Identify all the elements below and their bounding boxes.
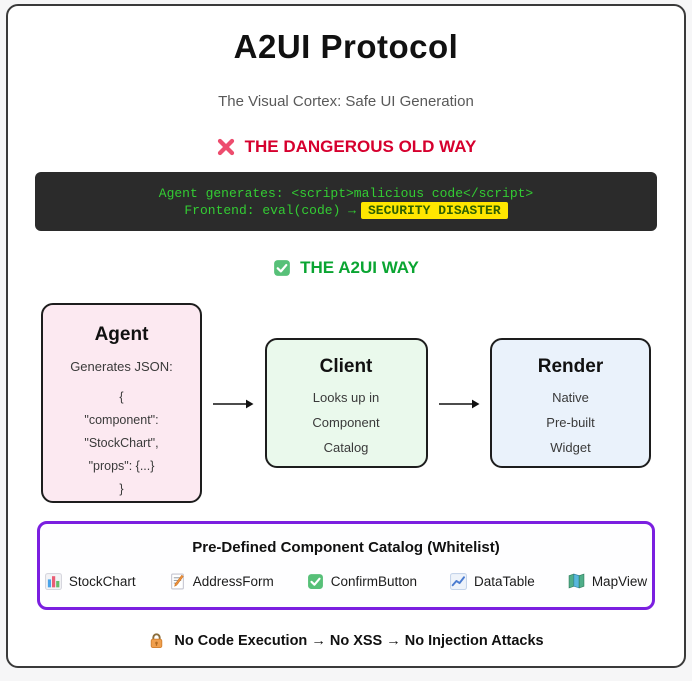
arrow-right-icon (213, 399, 254, 409)
code-line-1: Agent generates: <script>malicious code<… (158, 186, 534, 201)
json-line: "props": {...} (88, 459, 155, 473)
page-subtitle: The Visual Cortex: Safe UI Generation (218, 93, 474, 110)
catalog-items: StockChart AddressForm ConfirmButton (40, 573, 652, 590)
client-box: Client Looks up in Component Catalog (264, 338, 428, 468)
catalog-item-addressform: AddressForm (169, 573, 274, 590)
client-line: Component (312, 415, 380, 430)
render-box: Render Native Pre-built Widget (490, 338, 651, 468)
client-line: Catalog (323, 440, 369, 455)
catalog-item-label: StockChart (68, 574, 136, 589)
catalog-item-label: MapView (591, 574, 648, 589)
footer-note: No Code Execution → No XSS → No Injectio… (8, 632, 684, 649)
memo-icon (170, 573, 184, 590)
render-box-title: Render (537, 356, 604, 377)
bar-chart-icon (44, 573, 62, 590)
check-icon (307, 574, 323, 589)
catalog-item-datatable: DataTable (450, 573, 535, 590)
safe-heading-label: THE A2UI WAY (300, 258, 419, 277)
security-disaster-highlight: SECURITY DISASTER (361, 202, 508, 219)
catalog-item-mapview: MapView (568, 573, 647, 590)
render-line: Native (552, 390, 589, 405)
catalog-item-label: AddressForm (192, 574, 274, 589)
agent-box-subtitle: Generates JSON: (70, 359, 173, 374)
catalog-item-confirmbutton: ConfirmButton (307, 573, 417, 590)
render-line: Widget (550, 440, 591, 455)
lock-icon (151, 633, 163, 648)
client-line: Looks up in (312, 390, 380, 405)
render-box-text: Native Pre-built Widget (492, 385, 649, 460)
agent-box-title: Agent (94, 324, 149, 345)
arrow-right-icon (438, 399, 480, 409)
danger-section-heading: THE DANGEROUS OLD WAY (8, 137, 684, 157)
catalog-item-label: DataTable (474, 574, 535, 589)
json-line: "StockChart", (84, 436, 159, 450)
danger-heading-label: THE DANGEROUS OLD WAY (244, 137, 477, 156)
catalog-item-stockchart: StockChart (44, 573, 136, 590)
code-block: Agent generates: <script>malicious code<… (35, 172, 657, 231)
agent-box: Agent Generates JSON: { "component": "St… (41, 303, 202, 503)
flow-diagram: Agent Generates JSON: { "component": "St… (8, 303, 684, 503)
code-line-2: Frontend: eval(code) → SECURITY DISASTER (43, 202, 649, 219)
code-line-2-prefix: Frontend: eval(code) → (184, 203, 356, 218)
json-line: { (119, 390, 124, 404)
map-icon (568, 573, 585, 589)
json-line: } (119, 482, 124, 496)
safe-section-heading: THE A2UI WAY (8, 258, 684, 278)
client-box-text: Looks up in Component Catalog (267, 385, 426, 460)
line-chart-icon (450, 573, 468, 590)
footer-text: No Code Execution → No XSS → No Injectio… (174, 632, 544, 649)
catalog-title: Pre-Defined Component Catalog (Whitelist… (192, 539, 500, 556)
client-box-title: Client (319, 356, 373, 377)
main-card: A2UI Protocol The Visual Cortex: Safe UI… (6, 4, 686, 668)
render-line: Pre-built (546, 415, 595, 430)
cross-icon (217, 138, 234, 156)
json-line: "component": (84, 413, 159, 427)
agent-json-snippet: { "component": "StockChart", "props": {.… (43, 386, 200, 501)
component-catalog: Pre-Defined Component Catalog (Whitelist… (37, 521, 655, 610)
catalog-item-label: ConfirmButton (330, 574, 418, 589)
page-title: A2UI Protocol (233, 28, 459, 65)
check-icon (274, 260, 291, 276)
